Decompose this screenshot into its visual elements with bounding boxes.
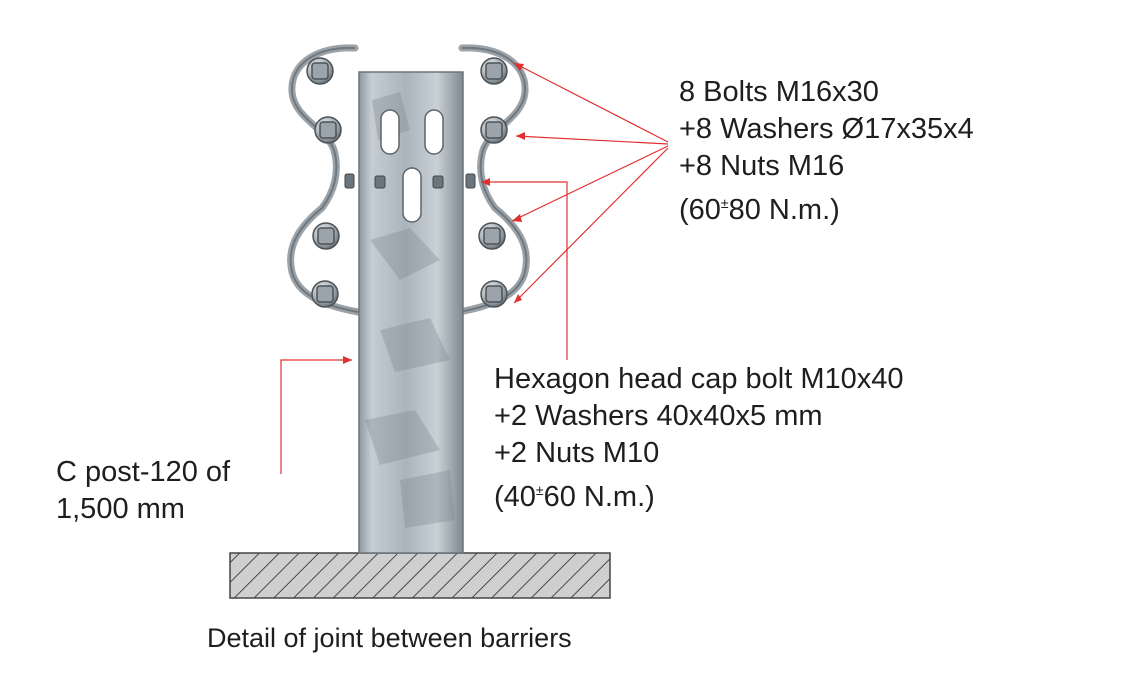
hex-torque-pm: ±: [535, 482, 544, 498]
bolt-right-4-icon: [480, 280, 508, 308]
bolts-line-2: +8 Washers Ø17x35x4: [679, 113, 974, 145]
bolt-left-2-icon: [314, 116, 342, 144]
hex-bolt-callout: Hexagon head cap bolt M10x40 +2 Washers …: [494, 361, 904, 516]
slot-upper-left: [380, 109, 400, 155]
leader-bolt-4: [513, 147, 669, 304]
bolt-left-3-icon: [312, 222, 340, 250]
post-galvanized-texture: [365, 92, 455, 528]
bolt-left-4-icon: [311, 280, 339, 308]
bolts-line-3: +8 Nuts M16: [679, 150, 845, 182]
leader-bolt-3: [511, 145, 669, 222]
leader-lines: [280, 62, 669, 474]
bolts-callout: 8 Bolts M16x30 +8 Washers Ø17x35x4 +8 Nu…: [679, 74, 974, 229]
bolts-torque-prefix: (60: [679, 194, 721, 226]
leader-bolt-2: [515, 135, 669, 145]
post-line-2: 1,500 mm: [56, 493, 185, 525]
bolts-torque-pm: ±: [720, 195, 729, 211]
leader-hex-bolt: [481, 181, 568, 360]
bolts-torque: (60±80 N.m.): [679, 185, 974, 229]
hex-bolt-heads: [344, 173, 476, 189]
hex-line-1: Hexagon head cap bolt M10x40: [494, 363, 904, 395]
hex-torque-suffix: 60 N.m.): [543, 481, 655, 513]
c-post: [358, 71, 464, 554]
slot-center: [402, 167, 422, 223]
hex-torque: (40±60 N.m.): [494, 472, 904, 516]
hex-bolt-right-icon: [432, 175, 444, 189]
hex-torque-prefix: (40: [494, 481, 536, 513]
bolt-right-2-icon: [480, 116, 508, 144]
rail-bolts: [306, 57, 508, 308]
side-bolt-left-icon: [344, 173, 355, 189]
slot-upper-right: [424, 109, 444, 155]
hex-bolt-left-icon: [374, 175, 386, 189]
side-bolt-right-icon: [465, 173, 476, 189]
ground-base: [229, 552, 611, 599]
leader-c-post: [280, 359, 352, 474]
bolts-torque-suffix: 80 N.m.): [728, 194, 840, 226]
guard-rail-left-edge: [289, 46, 359, 313]
leader-arrowheads: [343, 63, 525, 364]
bolt-left-1-icon: [306, 57, 334, 85]
c-post-callout: C post-120 of 1,500 mm: [56, 454, 230, 528]
hex-line-2: +2 Washers 40x40x5 mm: [494, 400, 823, 432]
bolts-line-1: 8 Bolts M16x30: [679, 76, 879, 108]
bolt-right-3-icon: [478, 222, 506, 250]
guard-rail-right-edge: [458, 46, 528, 313]
post-slots: [380, 109, 444, 223]
diagram-caption: Detail of joint between barriers: [207, 623, 572, 653]
hex-line-3: +2 Nuts M10: [494, 437, 660, 469]
post-line-1: C post-120 of: [56, 456, 231, 488]
leader-bolt-1: [513, 62, 669, 143]
bolt-right-1-icon: [480, 57, 508, 85]
